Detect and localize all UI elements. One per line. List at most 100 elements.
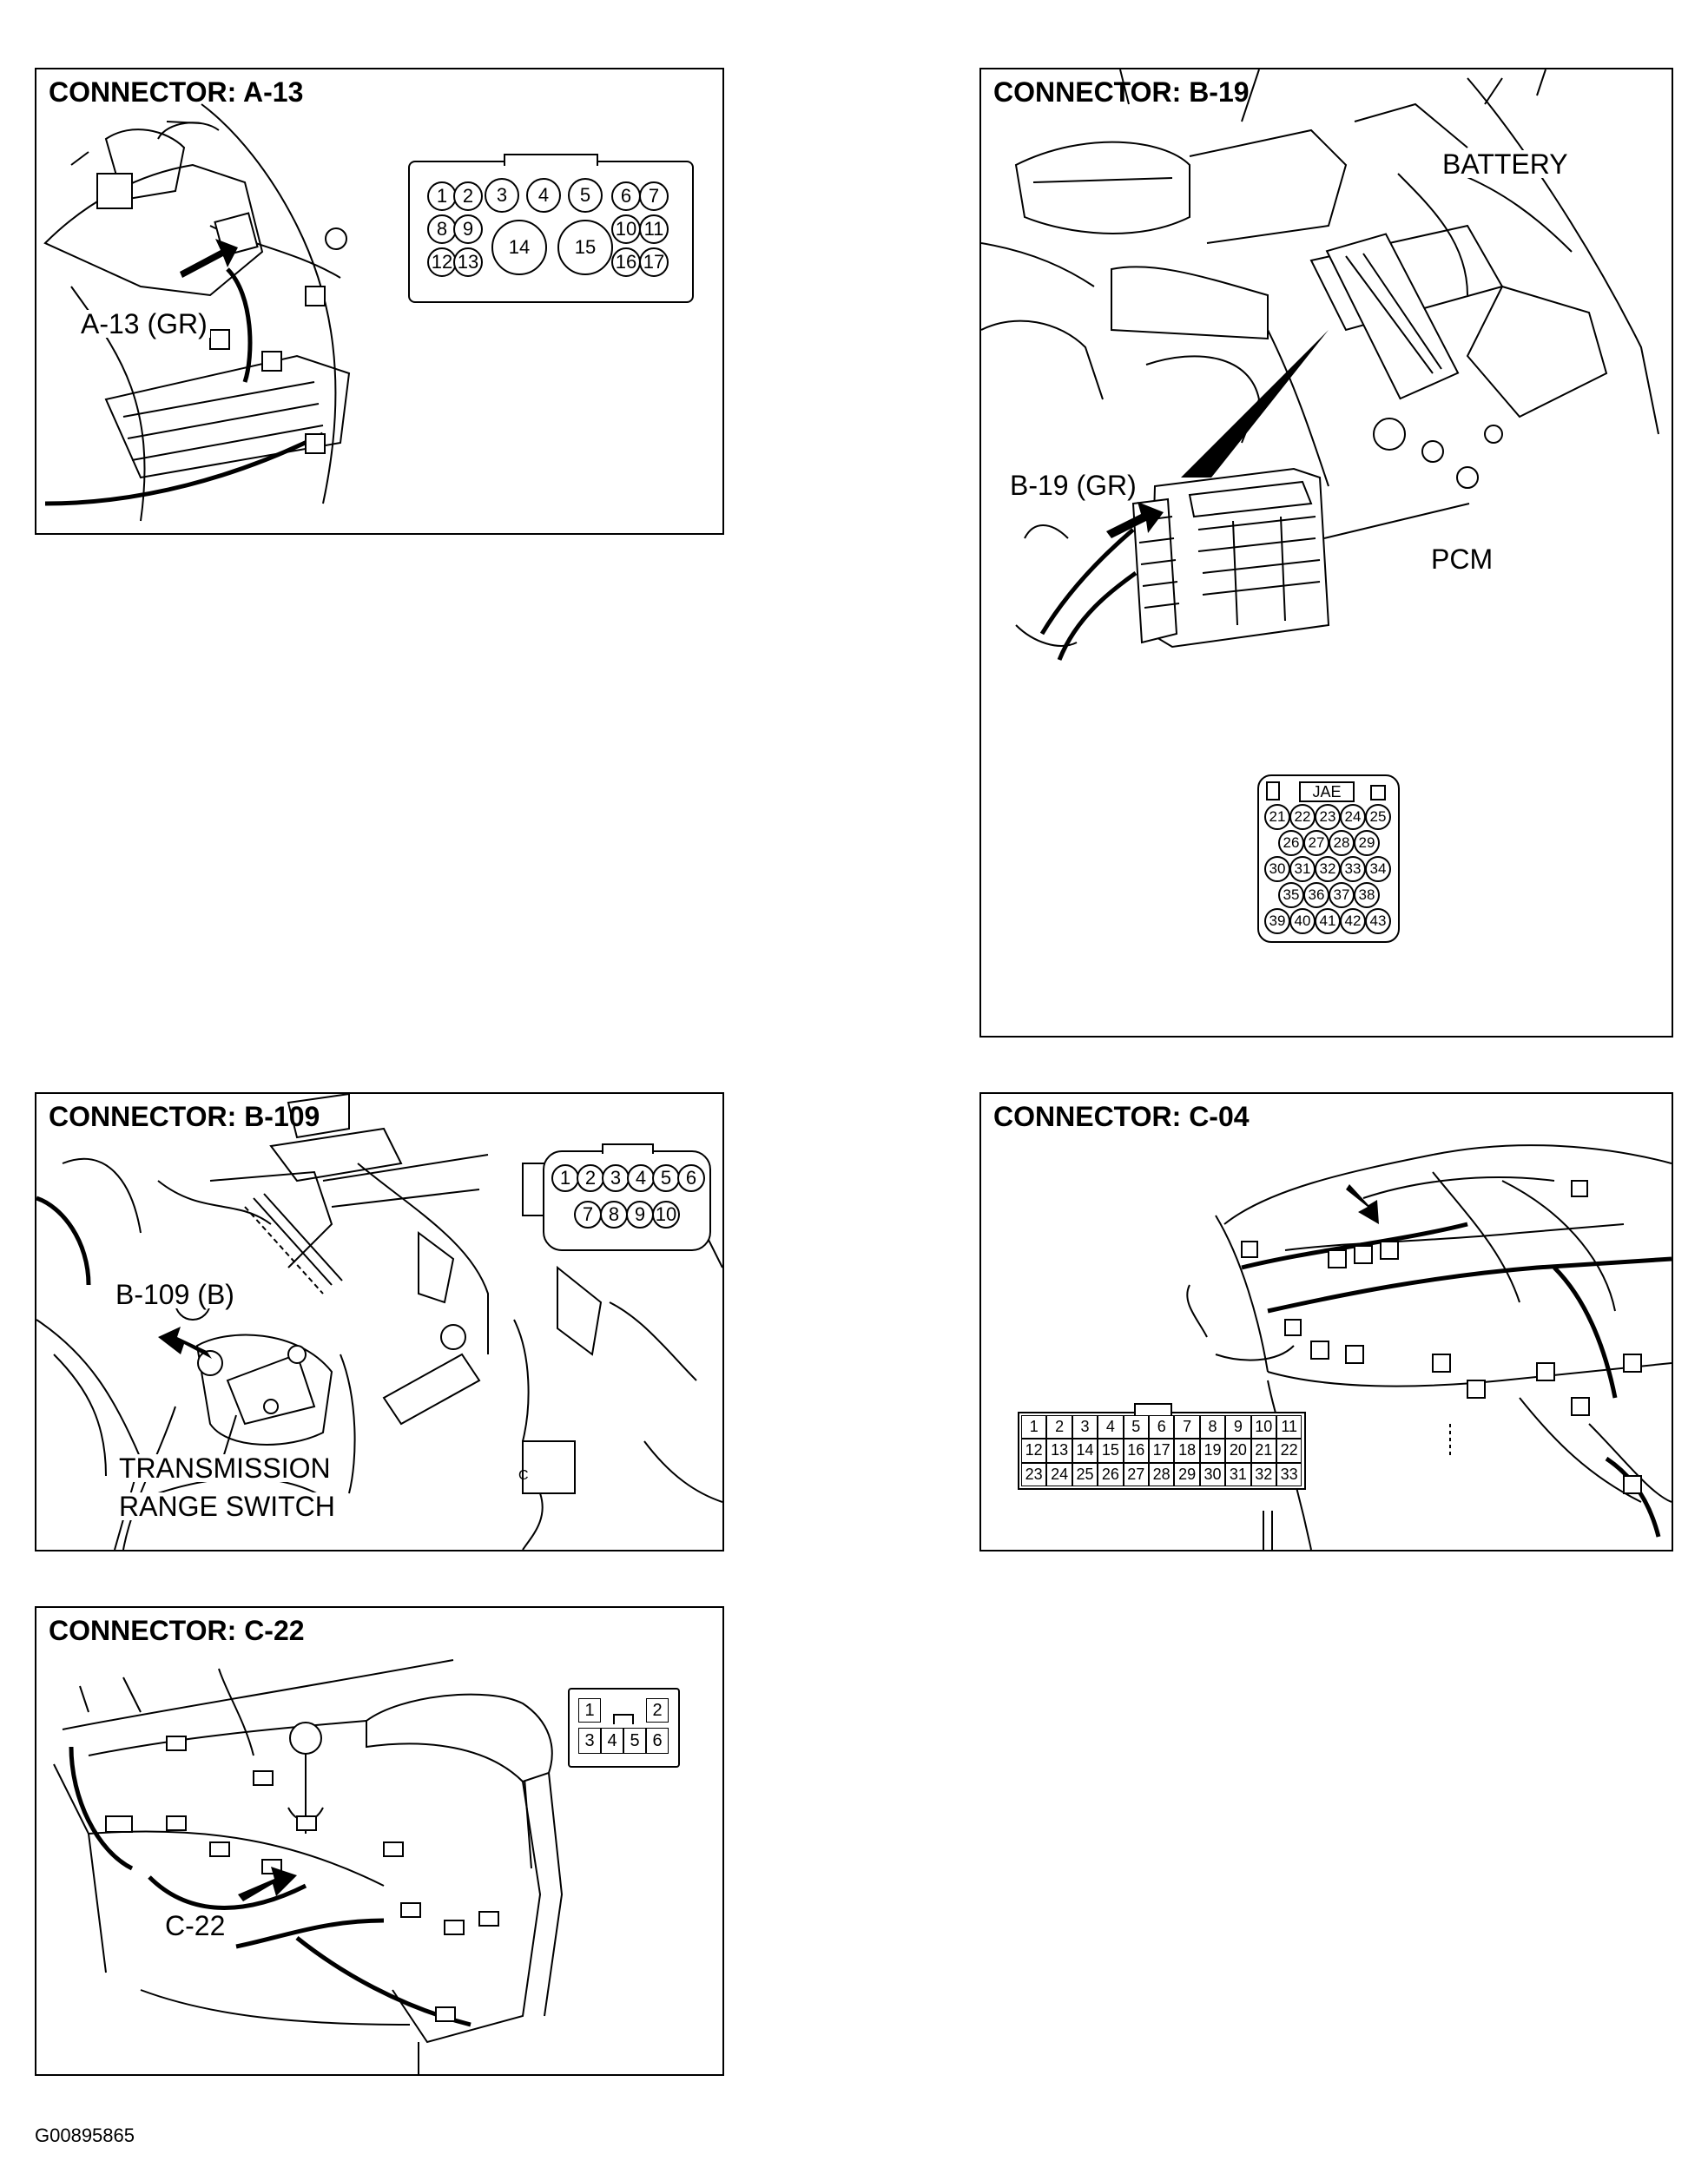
connector-callout-b19: B-19 (GR) [1007,471,1139,499]
pin: 28 [1149,1462,1175,1486]
pin: 34 [1365,856,1391,882]
pin: 11 [1276,1415,1302,1439]
connector-face-a13: 1 2 3 4 5 6 7 8 9 10 11 12 13 14 15 16 1… [408,154,694,303]
pin: 12 [427,247,457,277]
pin: 3 [1072,1415,1098,1439]
latch-tab [504,154,598,166]
battery-label: BATTERY [1440,150,1571,178]
engine-bay-illustration-a13 [43,103,351,522]
pin: 16 [611,247,641,277]
pin: 14 [1072,1439,1098,1463]
pin: 8 [1199,1415,1226,1439]
pin: 2 [453,181,483,211]
pcm-label: PCM [1428,545,1496,573]
pin: 5 [623,1728,646,1754]
pin: 29 [1174,1462,1200,1486]
connector-face-c22: 1 2 3 4 5 6 [568,1688,680,1768]
pin: 18 [1174,1439,1200,1463]
connector-callout-a13: A-13 (GR) [78,310,210,338]
pin: 1 [1021,1415,1047,1439]
pin: 27 [1303,830,1329,856]
pin: 26 [1278,830,1304,856]
pin: 2 [646,1698,669,1723]
engine-bay-illustration-b19 [981,69,1659,661]
pin: 23 [1021,1462,1047,1486]
console-illustration-c22 [53,1659,564,2074]
figure-id: G00895865 [35,2125,135,2146]
pin: 33 [1276,1462,1302,1486]
pin: 25 [1072,1462,1098,1486]
pin: 26 [1098,1462,1124,1486]
pin: 15 [1098,1439,1124,1463]
latch-tab [1134,1403,1172,1415]
pin: 13 [453,247,483,277]
pin: 35 [1278,882,1304,908]
pin: 4 [1098,1415,1124,1439]
key-slot [1266,781,1280,800]
pin: 9 [626,1201,654,1229]
pin: 42 [1340,908,1366,934]
pin: 3 [578,1728,601,1754]
key-slot [613,1714,634,1724]
pin: 36 [1303,882,1329,908]
pin: 33 [1340,856,1366,882]
pin: 11 [639,214,669,244]
pin: 25 [1365,804,1391,830]
latch-tab [602,1143,654,1154]
pin: 41 [1315,908,1341,934]
pin: 6 [611,181,641,211]
pin: 15 [557,220,613,275]
pin: 21 [1250,1439,1276,1463]
pin: 17 [639,247,669,277]
panel-b19: CONNECTOR: B-19 BATTERY B-19 (GR) PCM JA… [979,68,1673,1038]
panel-a13: CONNECTOR: A-13 A-13 (GR) 1 2 3 4 5 6 7 … [35,68,724,535]
pin: 32 [1250,1462,1276,1486]
pin: 5 [1123,1415,1149,1439]
pin: 7 [1174,1415,1200,1439]
range-switch-label-line2: RANGE SWITCH [116,1492,338,1520]
pin: 21 [1264,804,1290,830]
pin: 8 [600,1201,628,1229]
pin: 8 [427,214,457,244]
pin: 10 [611,214,641,244]
pin: 10 [652,1201,680,1229]
pin: 2 [1046,1415,1072,1439]
pin: 7 [639,181,669,211]
pin: 10 [1250,1415,1276,1439]
pin: 4 [627,1164,655,1192]
pin: 2 [577,1164,604,1192]
pin: 39 [1264,908,1290,934]
pin: 1 [551,1164,579,1192]
pin: 12 [1021,1439,1047,1463]
transmission-illustration-b109 [36,1094,722,1550]
pin: 3 [485,178,519,213]
pin: 1 [427,181,457,211]
range-switch-label-line1: TRANSMISSION [116,1454,333,1482]
panel-b109: CONNECTOR: B-109 B-109 (B) TRANSMISSION … [35,1092,724,1551]
pin: 22 [1276,1439,1302,1463]
panel-title: CONNECTOR: B-19 [993,76,1250,108]
pin: 28 [1329,830,1355,856]
pin: 14 [491,220,547,275]
pin: 22 [1289,804,1316,830]
pin: 4 [526,178,561,213]
pin: 43 [1365,908,1391,934]
pin: 9 [1225,1415,1251,1439]
pin: 24 [1340,804,1366,830]
panel-c22: CONNECTOR: C-22 C-22 1 2 3 4 5 6 [35,1606,724,2076]
pin: 17 [1149,1439,1175,1463]
instrument-panel-illustration-c04 [1186,1144,1672,1550]
pin: 24 [1046,1462,1072,1486]
pin: 1 [578,1698,601,1723]
connector-callout-c22: C-22 [162,1912,228,1940]
panel-title: CONNECTOR: C-04 [993,1101,1250,1132]
key-slot [1370,785,1386,800]
pin: 4 [601,1728,623,1754]
pin: 16 [1123,1439,1149,1463]
pin: 30 [1264,856,1290,882]
pin: 38 [1354,882,1380,908]
panel-title: CONNECTOR: C-22 [49,1615,305,1646]
pin: 6 [1149,1415,1175,1439]
